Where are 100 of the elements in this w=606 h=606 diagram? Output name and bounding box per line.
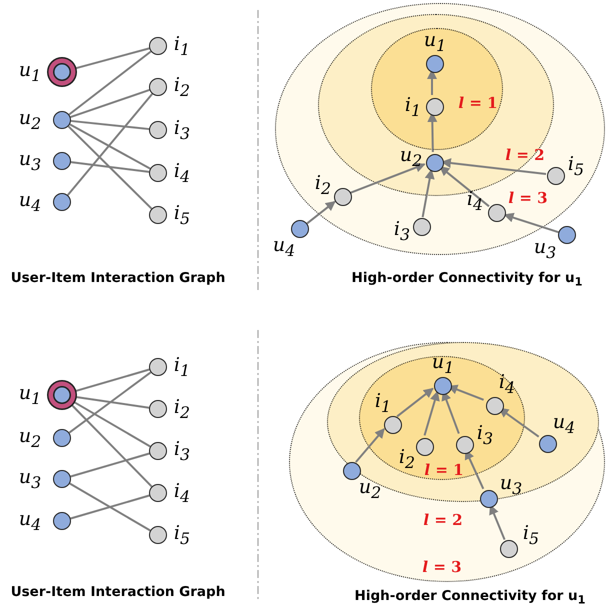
- node-label: i$_{1}$: [174, 354, 190, 380]
- caption: User-Item Interaction Graph: [10, 270, 226, 286]
- layer-label: l = 2: [423, 511, 463, 529]
- arrow: [350, 162, 426, 194]
- node-circle: [426, 98, 444, 116]
- node-circle: [480, 490, 498, 508]
- arrow: [504, 212, 559, 234]
- node-circle: [434, 377, 452, 395]
- node-label: u$_{2}$: [358, 476, 382, 502]
- arrow: [439, 166, 490, 208]
- node-label: u$_{2}$: [18, 425, 42, 451]
- node-label: i$_{3}$: [174, 117, 190, 143]
- arrow: [422, 168, 435, 218]
- node-circle: [539, 435, 557, 453]
- node-circle: [149, 484, 167, 502]
- node-circle: [343, 462, 361, 480]
- node-circle: [488, 204, 506, 222]
- node-circle: [500, 540, 518, 558]
- node-label: u$_{2}$: [18, 107, 42, 133]
- arrow: [306, 200, 336, 224]
- node-circle: [149, 526, 167, 544]
- layer-label: l = 2: [505, 146, 545, 164]
- connector-line: [70, 161, 150, 173]
- node-circle: [547, 167, 565, 185]
- node-circle: [384, 416, 402, 434]
- node-circle: [149, 37, 167, 55]
- highlighted-node-circle: [53, 63, 71, 81]
- node-circle: [413, 218, 431, 236]
- node-circle: [53, 193, 71, 211]
- node-label: i$_{4}$: [466, 188, 484, 214]
- node-label: i$_{5}$: [522, 522, 540, 548]
- node-label: i$_{2}$: [174, 396, 190, 422]
- node-label: u$_{3}$: [500, 472, 522, 498]
- layer-label: l = 1: [458, 94, 498, 112]
- node-circle: [53, 111, 71, 129]
- connector-line: [70, 88, 150, 118]
- connector-line: [69, 482, 151, 532]
- node-label: i$_{4}$: [174, 480, 190, 506]
- arrow: [489, 504, 506, 540]
- node-label: u$_{1}$: [18, 382, 42, 408]
- node-label: i$_{3}$: [476, 422, 494, 448]
- node-label: u$_{4}$: [552, 411, 576, 437]
- connector-line: [75, 368, 150, 392]
- connector-line: [68, 372, 152, 434]
- node-circle: [149, 400, 167, 418]
- node-circle: [456, 436, 474, 454]
- node-label: i$_{1}$: [174, 33, 190, 59]
- node-label: i$_{2}$: [398, 446, 416, 472]
- connector-line: [70, 120, 150, 130]
- node-label: u$_{1}$: [424, 29, 446, 55]
- node-circle: [149, 164, 167, 182]
- node-label: i$_{2}$: [314, 172, 332, 198]
- node-label: u$_{3}$: [18, 148, 42, 174]
- node-circle: [149, 442, 167, 460]
- node-circle: [53, 470, 71, 488]
- node-label: i$_{1}$: [404, 94, 422, 120]
- connector-line: [70, 494, 150, 520]
- node-circle: [334, 188, 352, 206]
- node-circle: [416, 438, 434, 456]
- connector-line: [68, 50, 152, 116]
- connector-line: [67, 93, 153, 196]
- node-label: i$_{3}$: [174, 438, 190, 464]
- node-label: i$_{5}$: [568, 153, 584, 179]
- node-label: u$_{1}$: [18, 59, 42, 85]
- connector-line: [69, 123, 151, 170]
- layer-label: l = 3: [508, 189, 548, 207]
- node-circle: [486, 397, 504, 415]
- node-label: u$_{4}$: [18, 508, 42, 534]
- arrow: [396, 388, 434, 418]
- node-label: i$_{3}$: [394, 218, 410, 244]
- connector-line: [74, 401, 151, 448]
- node-circle: [149, 121, 167, 139]
- connector-line: [70, 452, 150, 478]
- node-label: u$_{1}$: [432, 351, 454, 377]
- connector-line: [71, 404, 152, 488]
- caption: High-order Connectivity for u$_{1}$: [352, 270, 582, 289]
- node-label: i$_{5}$: [174, 202, 190, 228]
- highlighted-node-circle: [53, 386, 71, 404]
- node-label: u$_{2}$: [400, 144, 422, 170]
- node-label: i$_{5}$: [174, 522, 190, 548]
- connector-line: [75, 47, 150, 70]
- node-label: u$_{3}$: [534, 236, 556, 262]
- node-circle: [53, 512, 71, 530]
- node-label: i$_{2}$: [174, 74, 190, 100]
- node-circle: [149, 78, 167, 96]
- node-circle: [426, 154, 444, 172]
- node-label: u$_{3}$: [18, 466, 42, 492]
- layer-label: l = 3: [422, 558, 462, 576]
- arrow: [424, 390, 440, 436]
- layer-label: l = 1: [424, 461, 464, 479]
- node-label: u$_{4}$: [18, 189, 42, 215]
- node-label: i$_{4}$: [498, 371, 516, 397]
- arrow: [427, 69, 437, 95]
- connector-line: [76, 396, 150, 409]
- arrow: [355, 428, 385, 463]
- arrow: [427, 112, 438, 152]
- caption: User-Item Interaction Graph: [10, 584, 226, 600]
- node-label: i$_{4}$: [174, 160, 190, 186]
- node-circle: [149, 206, 167, 224]
- connector-line: [68, 126, 152, 210]
